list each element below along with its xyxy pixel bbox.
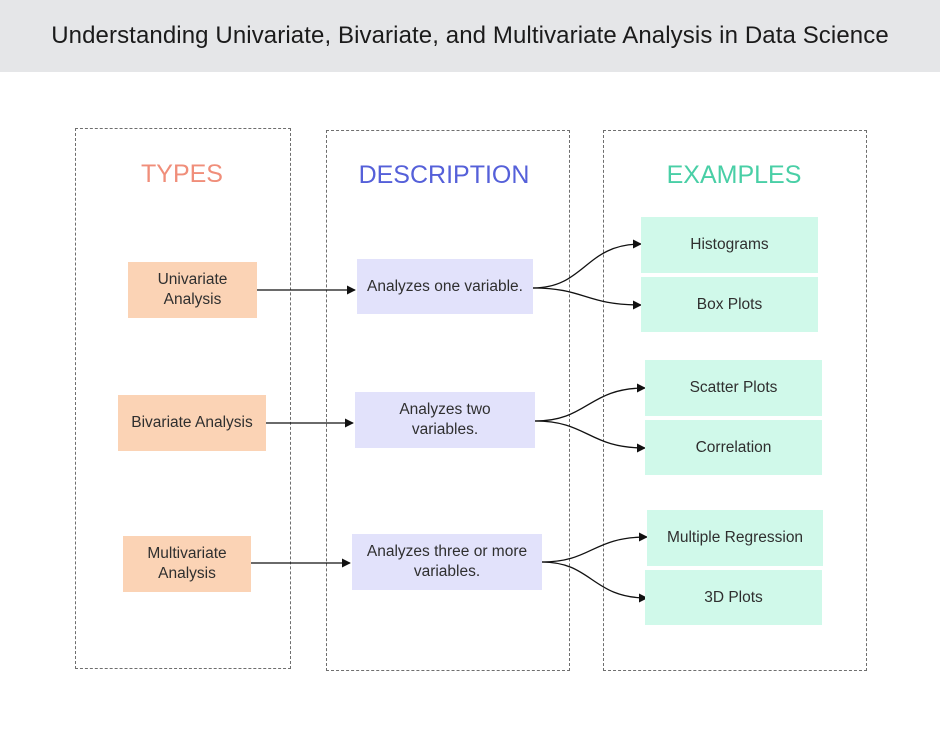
types-column <box>75 128 291 669</box>
type-node-univariate: Univariate Analysis <box>128 262 257 318</box>
example-node-correlation: Correlation <box>645 420 822 475</box>
description-node-multivariate: Analyzes three or more variables. <box>352 534 542 590</box>
example-node-multiple-regression: Multiple Regression <box>647 510 823 566</box>
description-node-bivariate: Analyzes two variables. <box>355 392 535 448</box>
types-header: TYPES <box>141 160 223 188</box>
example-node-histograms: Histograms <box>641 217 818 273</box>
page-title: Understanding Univariate, Bivariate, and… <box>51 22 889 49</box>
example-node-box-plots: Box Plots <box>641 277 818 332</box>
example-node-3d-plots: 3D Plots <box>645 570 822 625</box>
examples-header: EXAMPLES <box>666 161 802 189</box>
type-node-multivariate: Multivariate Analysis <box>123 536 251 592</box>
description-header: DESCRIPTION <box>358 161 530 189</box>
example-node-scatter-plots: Scatter Plots <box>645 360 822 416</box>
title-bar: Understanding Univariate, Bivariate, and… <box>0 0 940 72</box>
description-node-univariate: Analyzes one variable. <box>357 259 533 314</box>
type-node-bivariate: Bivariate Analysis <box>118 395 266 451</box>
